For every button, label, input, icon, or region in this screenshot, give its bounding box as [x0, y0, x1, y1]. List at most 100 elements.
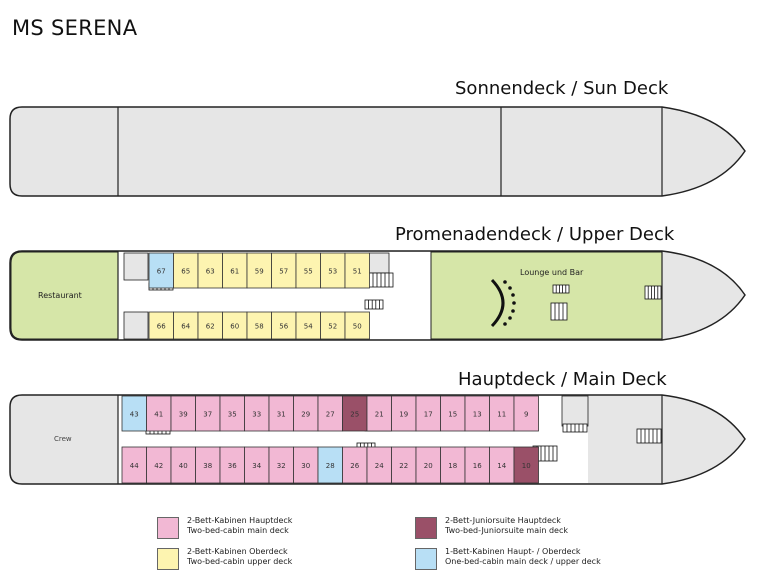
cabin-box	[293, 395, 319, 432]
upper-store	[123, 252, 149, 281]
cabin-number: 54	[304, 323, 313, 331]
legend-label: Two-bed-Juniorsuite main deck	[445, 526, 568, 535]
cabin-box	[246, 252, 272, 289]
ship-title: MS SERENA	[12, 16, 138, 40]
cabin-number: 53	[328, 268, 337, 276]
cabin-28: 28	[317, 446, 343, 484]
legend-label: One-bed-cabin main deck / upper deck	[445, 557, 601, 566]
cabin-51: 51	[344, 252, 370, 289]
cabin-number: 43	[130, 411, 139, 419]
cabin-box	[195, 395, 221, 432]
cabin-number: 55	[304, 268, 313, 276]
cabin-number: 58	[255, 323, 264, 331]
cabin-57: 57	[271, 252, 297, 289]
cabin-number: 50	[353, 323, 362, 331]
cabin-box	[271, 252, 297, 289]
cabin-44: 44	[121, 446, 147, 484]
cabin-39: 39	[170, 395, 196, 432]
cabin-box	[366, 446, 392, 484]
cabin-33: 33	[244, 395, 270, 432]
cabin-box	[148, 311, 174, 340]
stair-icon	[552, 284, 570, 294]
restaurant-label: Restaurant	[38, 291, 82, 300]
cabin-number: 38	[203, 462, 212, 470]
cabin-25: 25	[342, 395, 368, 432]
crew-label: Crew	[54, 435, 72, 443]
cabin-32: 32	[268, 446, 294, 484]
cabin-27: 27	[317, 395, 343, 432]
cabin-number: 11	[497, 411, 506, 419]
cabin-38: 38	[195, 446, 221, 484]
cabin-50: 50	[344, 311, 370, 340]
cabin-number: 57	[279, 268, 288, 276]
cabin-42: 42	[146, 446, 172, 484]
cabin-box	[513, 395, 539, 432]
cabin-number: 9	[524, 411, 528, 419]
cabin-box	[415, 446, 441, 484]
cabin-box	[320, 252, 346, 289]
cabin-number: 32	[277, 462, 286, 470]
cabin-number: 39	[179, 411, 188, 419]
cabin-box	[295, 311, 321, 340]
cabin-box	[146, 395, 172, 432]
cabin-number: 10	[522, 462, 531, 470]
cabin-number: 59	[255, 268, 264, 276]
cabin-14: 14	[489, 446, 515, 484]
cabin-number: 34	[252, 462, 261, 470]
cabin-61: 61	[222, 252, 248, 289]
cabin-53: 53	[320, 252, 346, 289]
cabin-13: 13	[464, 395, 490, 432]
cabin-number: 63	[206, 268, 215, 276]
cabin-number: 35	[228, 411, 237, 419]
cabin-10: 10	[513, 446, 539, 484]
cabin-number: 30	[301, 462, 310, 470]
lounge-label: Lounge und Bar	[520, 268, 584, 277]
cabin-65: 65	[173, 252, 199, 289]
legend-label: 2-Bett-Kabinen Oberdeck	[187, 547, 288, 556]
main-store	[561, 395, 589, 427]
cabin-number: 15	[448, 411, 457, 419]
main-deck-label: Hauptdeck / Main Deck	[458, 369, 667, 390]
cabin-number: 60	[230, 323, 239, 331]
cabin-box	[317, 446, 343, 484]
cabin-number: 67	[157, 268, 166, 276]
cabin-11: 11	[489, 395, 515, 432]
cabin-35: 35	[219, 395, 245, 432]
cabin-box	[342, 446, 368, 484]
cabin-box	[173, 252, 199, 289]
sun-deck	[9, 106, 746, 197]
cabin-36: 36	[219, 446, 245, 484]
cabin-59: 59	[246, 252, 272, 289]
cabin-number: 18	[448, 462, 457, 470]
cabin-60: 60	[222, 311, 248, 340]
stair-icon	[636, 428, 662, 444]
bar-counter	[490, 278, 505, 328]
cabin-37: 37	[195, 395, 221, 432]
cabin-26: 26	[342, 446, 368, 484]
cabin-17: 17	[415, 395, 441, 432]
cabin-30: 30	[293, 446, 319, 484]
cabin-64: 64	[173, 311, 199, 340]
bar-stools	[503, 280, 516, 326]
cabin-62: 62	[197, 311, 223, 340]
cabin-66: 66	[148, 311, 174, 340]
cabin-number: 19	[399, 411, 408, 419]
legend-label: 2-Bett-Kabinen Hauptdeck	[187, 516, 293, 525]
stair-icon	[644, 285, 662, 300]
sun-deck-label: Sonnendeck / Sun Deck	[455, 78, 669, 99]
cabin-20: 20	[415, 446, 441, 484]
cabin-number: 44	[130, 462, 139, 470]
cabin-number: 36	[228, 462, 237, 470]
cabin-56: 56	[271, 311, 297, 340]
cabin-number: 40	[179, 462, 188, 470]
upper-store	[368, 252, 390, 274]
cabin-number: 41	[154, 411, 163, 419]
cabin-58: 58	[246, 311, 272, 340]
cabin-24: 24	[366, 446, 392, 484]
cabin-box	[440, 446, 466, 484]
